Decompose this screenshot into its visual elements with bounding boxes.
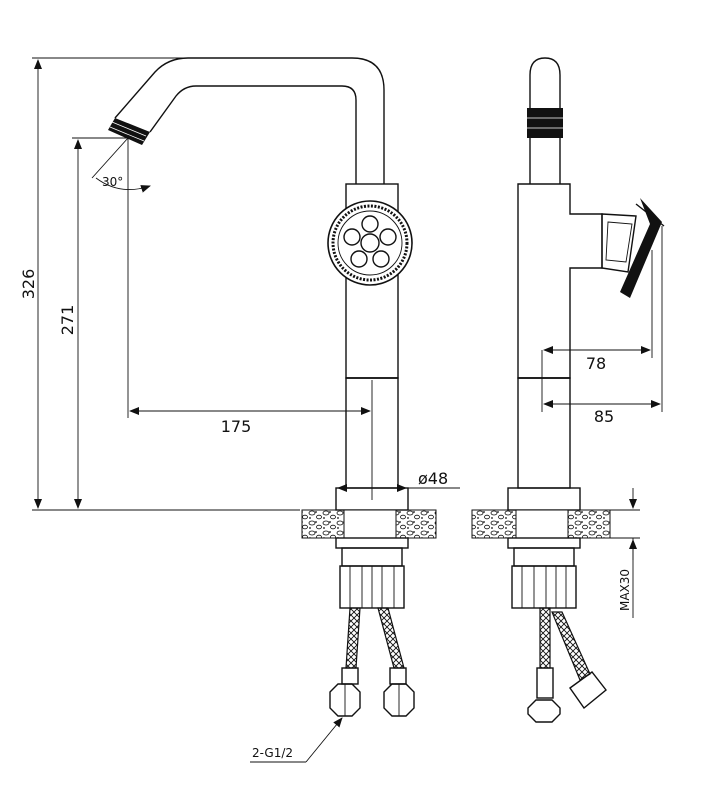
handle-wheel: [327, 200, 413, 286]
dim-max-deck: MAX30: [618, 569, 632, 611]
side-handle: [601, 198, 665, 298]
dim-spout-angle: 30°: [102, 175, 123, 189]
dim-outlet-height: 271: [58, 305, 77, 336]
dim-handle-depth-78: 78: [586, 354, 606, 373]
label-connection: 2-G1/2: [252, 746, 293, 760]
aerator: [108, 118, 150, 145]
dim-spout-reach: 175: [221, 417, 252, 436]
dim-total-height: 326: [19, 269, 38, 300]
front-view: [108, 57, 437, 717]
mounting-nut: [339, 565, 405, 609]
supply-hoses: [329, 607, 415, 717]
dim-base-diameter: ø48: [418, 469, 448, 488]
side-view: [471, 57, 665, 723]
dim-handle-depth-85: 85: [594, 407, 614, 426]
dimension-lines: [32, 57, 663, 763]
side-aerator: [527, 108, 563, 138]
